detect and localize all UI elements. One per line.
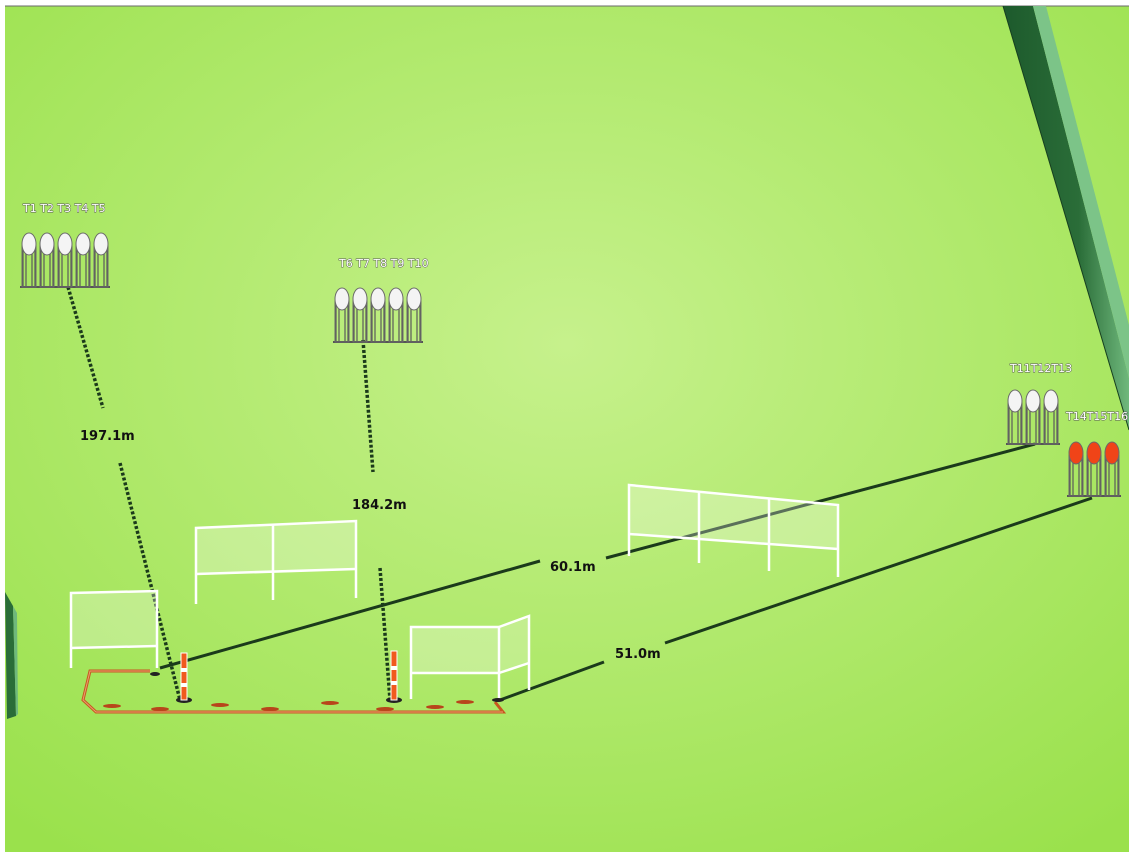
steel-target-T13 (1043, 389, 1059, 445)
distance-label-197: 197.1m (80, 429, 135, 444)
steel-target-T16 (1104, 441, 1120, 497)
target-group-1 (20, 232, 110, 288)
cone-left (176, 652, 192, 703)
distance-line-4a (499, 660, 605, 702)
barricade-icon (69, 483, 840, 699)
distance-line-4b (664, 496, 1093, 645)
cone-right (386, 650, 402, 703)
steel-target-T15 (1086, 441, 1102, 497)
distance-line-1b (118, 462, 182, 701)
steel-target-T4 (75, 232, 91, 288)
barricade-left (69, 589, 159, 668)
fault-line (81, 669, 507, 714)
distance-line-3a (159, 559, 541, 670)
distance-label-184: 184.2m (352, 498, 407, 513)
distance-label-51: 51.0m (615, 647, 661, 662)
barricade-center-right (409, 614, 531, 699)
target-group-2 (333, 287, 423, 343)
target-labels: T1 T2 T3 T4 T5 T6 T7 T8 T9 T10 T11T12T13… (22, 202, 1129, 424)
target-group-3 (1006, 389, 1060, 445)
steel-target-T7 (352, 287, 368, 343)
distance-line-2b (378, 567, 392, 701)
target-label-group-3: T11T12T13 (1009, 362, 1072, 375)
steel-target-T12 (1025, 389, 1041, 445)
steel-target-T1 (21, 232, 37, 288)
steel-target-icon (20, 232, 1121, 497)
steel-target-T11 (1007, 389, 1023, 445)
target-group-4 (1067, 441, 1121, 497)
distance-line-3b (605, 442, 1036, 560)
distance-labels: 197.1m 184.2m 60.1m 51.0m (80, 429, 661, 662)
steel-target-T3 (57, 232, 73, 288)
right-berm-wall (1002, 5, 1129, 431)
target-label-group-4: T14T15T16 (1065, 410, 1128, 423)
barricade-far-right (627, 483, 840, 577)
target-label-group-1: T1 T2 T3 T4 T5 (22, 202, 106, 215)
barricade-center-left (194, 519, 358, 604)
distance-line-1a (66, 286, 105, 409)
steel-target-T8 (370, 287, 386, 343)
top-border (0, 0, 1129, 6)
steel-target-T2 (39, 232, 55, 288)
distance-label-60: 60.1m (550, 560, 596, 575)
cone-icon (150, 650, 504, 703)
grass-background (5, 6, 1129, 852)
steel-target-T9 (388, 287, 404, 343)
steel-target-T14 (1068, 441, 1084, 497)
left-border (0, 0, 5, 853)
left-berm-wall (5, 592, 18, 719)
steel-target-T10 (406, 287, 422, 343)
distance-line-2a (361, 339, 375, 473)
steel-target-T6 (334, 287, 350, 343)
steel-target-T5 (93, 232, 109, 288)
target-label-group-2: T6 T7 T8 T9 T10 (338, 257, 429, 270)
distance-lines (66, 286, 1093, 702)
